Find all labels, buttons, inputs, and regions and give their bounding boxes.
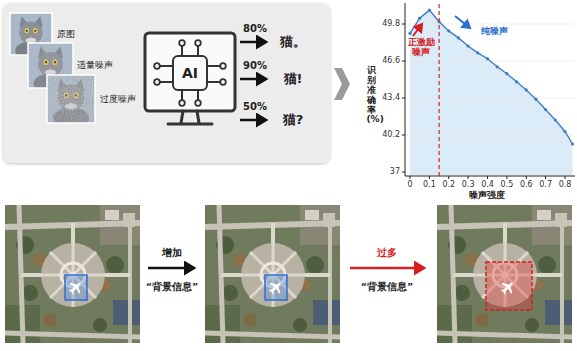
axis-title: 识别准确率 (%) <box>367 66 376 125</box>
step-label: “背景信息” <box>361 282 414 292</box>
tick-label: 0.6 <box>520 181 533 190</box>
line-chart <box>402 3 575 179</box>
tick-label: 0.8 <box>559 181 572 190</box>
ai-chip: AI <box>172 55 208 91</box>
annotation: 正激励噪声 <box>406 38 436 58</box>
step-arrows <box>148 267 424 270</box>
annotation: 纯噪声 <box>481 27 508 37</box>
tick-label: 37 <box>390 168 400 177</box>
tick-label: 0 <box>407 181 412 190</box>
image-label: 原图 <box>57 30 75 40</box>
tick-label: 0.1 <box>423 181 436 190</box>
prediction-text: 猫。 <box>280 35 306 49</box>
tick-label: 49.8 <box>382 20 400 29</box>
tick-label: 0.5 <box>501 181 514 190</box>
tick-label: 0.4 <box>481 181 494 190</box>
axis-title: 噪声强度 <box>469 191 505 201</box>
image-label: 过度噪声 <box>100 95 136 105</box>
prediction-text: 猫! <box>284 72 303 86</box>
confidence-value: 80% <box>243 23 267 34</box>
node-label: AI <box>182 65 198 81</box>
image-label: 适量噪声 <box>77 61 113 71</box>
panel <box>3 3 330 163</box>
tick-label: 0.7 <box>539 181 552 190</box>
aerial-images <box>5 205 572 343</box>
chevron <box>334 68 350 100</box>
output-arrows <box>240 42 266 120</box>
confidence-value: 90% <box>243 60 267 71</box>
tick-label: 40.2 <box>382 131 400 140</box>
step-label: “背景信息” <box>146 282 199 292</box>
step-label: 增加 <box>162 247 182 258</box>
prediction-text: 猫? <box>283 113 304 127</box>
tick-label: 0.3 <box>462 181 475 190</box>
confidence-value: 50% <box>243 101 267 112</box>
tick-label: 0.2 <box>442 181 455 190</box>
step-label: 过多 <box>377 247 397 258</box>
tick-label: 46.6 <box>382 57 400 66</box>
cat-images <box>10 13 95 129</box>
computer-icon <box>145 33 235 124</box>
tick-label: 43.4 <box>382 94 400 103</box>
